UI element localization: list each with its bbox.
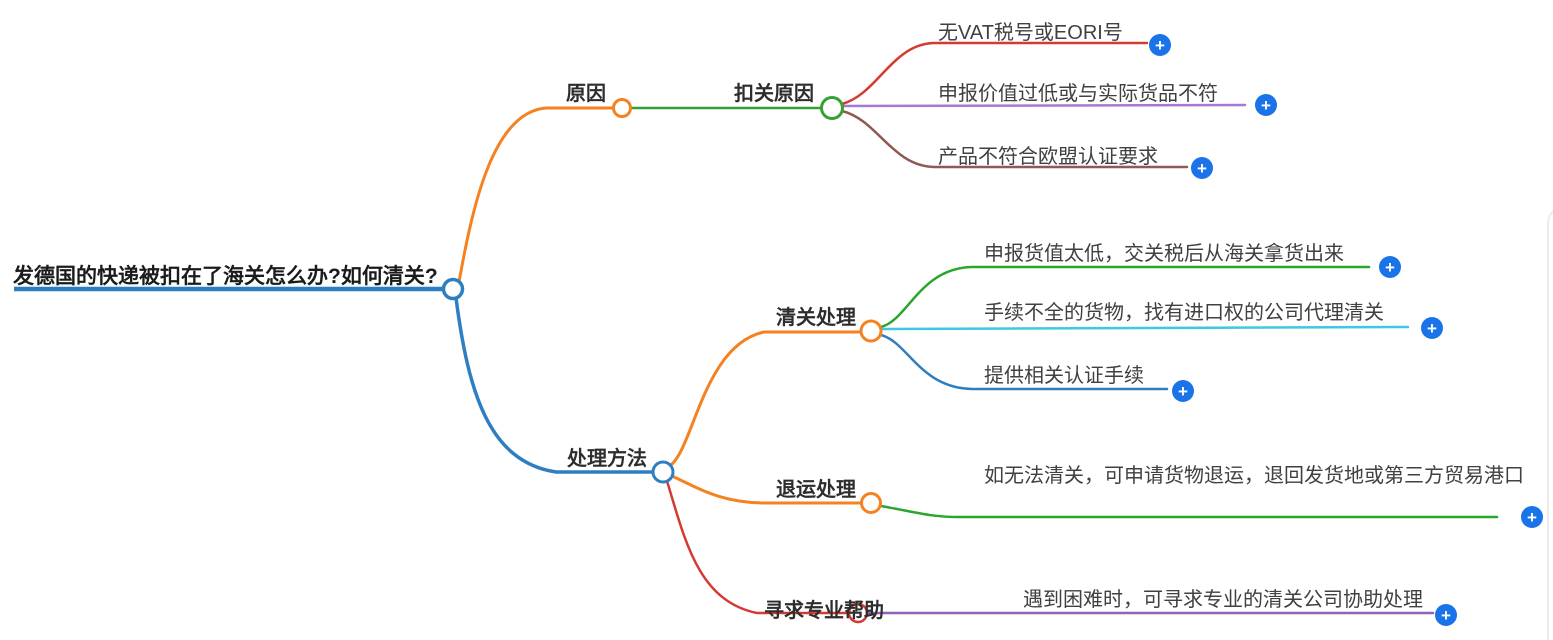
plus-icon-glyph: + — [1427, 319, 1437, 338]
branch-line-return — [670, 474, 863, 505]
leaf-pay-duty[interactable]: 申报货值太低，交关税后从海关拿货出来 — [984, 243, 1344, 265]
plus-icon[interactable] — [1421, 317, 1443, 339]
add-button[interactable]: + — [1435, 604, 1457, 626]
leaf-line-pay-duty — [879, 265, 1371, 329]
leaf-line-agent-clearance — [879, 325, 1410, 331]
node-professional[interactable]: 寻求专业帮助 — [764, 600, 884, 622]
panel-edge-line — [1547, 211, 1553, 640]
leaf-agent-clearance[interactable]: 手续不全的货物，找有进口权的公司代理清关 — [984, 302, 1384, 324]
plus-icon-glyph: + — [1197, 159, 1207, 178]
leaf-line-provide-cert — [879, 333, 1169, 391]
leaf-line-no-eu-cert — [840, 109, 1189, 169]
plus-icon-glyph: + — [1441, 606, 1451, 625]
node-return[interactable]: 退运处理 — [776, 479, 856, 501]
add-button[interactable]: + — [1379, 256, 1401, 278]
leaf-return-shipment[interactable]: 如无法清关，可申请货物退运，退回发货地或第三方贸易港口 — [984, 465, 1524, 487]
add-button[interactable]: + — [1421, 317, 1443, 339]
plus-icon[interactable] — [1191, 157, 1213, 179]
leaf-line-return-shipment — [879, 504, 1499, 519]
handling-node-handle[interactable] — [651, 460, 675, 484]
detention-reason-node-handle[interactable] — [820, 96, 844, 120]
plus-icon[interactable] — [1172, 380, 1194, 402]
branch-line-handling — [454, 296, 654, 474]
plus-icon[interactable] — [1521, 506, 1543, 528]
leaf-low-declared-value[interactable]: 申报价值过低或与实际货品不符 — [938, 83, 1218, 105]
add-button[interactable]: + — [1255, 94, 1277, 116]
leaf-line-low-declared-value — [840, 103, 1247, 108]
leaf-provide-cert[interactable]: 提供相关认证手续 — [984, 365, 1144, 387]
node-handling[interactable]: 处理方法 — [567, 448, 647, 470]
add-button[interactable]: + — [1149, 34, 1171, 56]
add-button[interactable]: + — [1172, 380, 1194, 402]
plus-icon[interactable] — [1149, 34, 1171, 56]
branch-line-professional — [665, 479, 851, 615]
plus-icon[interactable] — [1379, 256, 1401, 278]
root-node-handle[interactable] — [441, 277, 465, 301]
branch-line-clearance — [669, 330, 862, 467]
add-button[interactable]: + — [1191, 157, 1213, 179]
node-clearance[interactable]: 清关处理 — [776, 307, 856, 329]
leaf-no-vat[interactable]: 无VAT税号或EORI号 — [938, 22, 1123, 44]
reason-node-handle[interactable] — [612, 98, 632, 118]
plus-icon[interactable] — [1255, 94, 1277, 116]
plus-icon-glyph: + — [1527, 508, 1537, 527]
node-reason[interactable]: 原因 — [566, 83, 606, 105]
node-detention-reason[interactable]: 扣关原因 — [734, 83, 814, 105]
plus-icon-glyph: + — [1385, 258, 1395, 277]
leaf-no-eu-cert[interactable]: 产品不符合欧盟认证要求 — [938, 146, 1158, 168]
leaf-professional-help[interactable]: 遇到困难时，可寻求专业的清关公司协助处理 — [1023, 589, 1423, 611]
plus-icon[interactable] — [1435, 604, 1457, 626]
return-node-handle[interactable] — [860, 492, 882, 514]
root-topic[interactable]: 发德国的快递被扣在了海关怎么办?如何清关? — [13, 265, 438, 288]
plus-icon-glyph: + — [1178, 382, 1188, 401]
plus-icon-glyph: + — [1155, 36, 1165, 55]
professional-node-handle[interactable] — [847, 602, 869, 624]
add-button[interactable]: + — [1521, 506, 1543, 528]
plus-icon-glyph: + — [1261, 96, 1271, 115]
clearance-node-handle[interactable] — [859, 319, 883, 343]
leaf-line-no-vat — [840, 41, 1149, 106]
branch-line-reason — [457, 106, 614, 284]
